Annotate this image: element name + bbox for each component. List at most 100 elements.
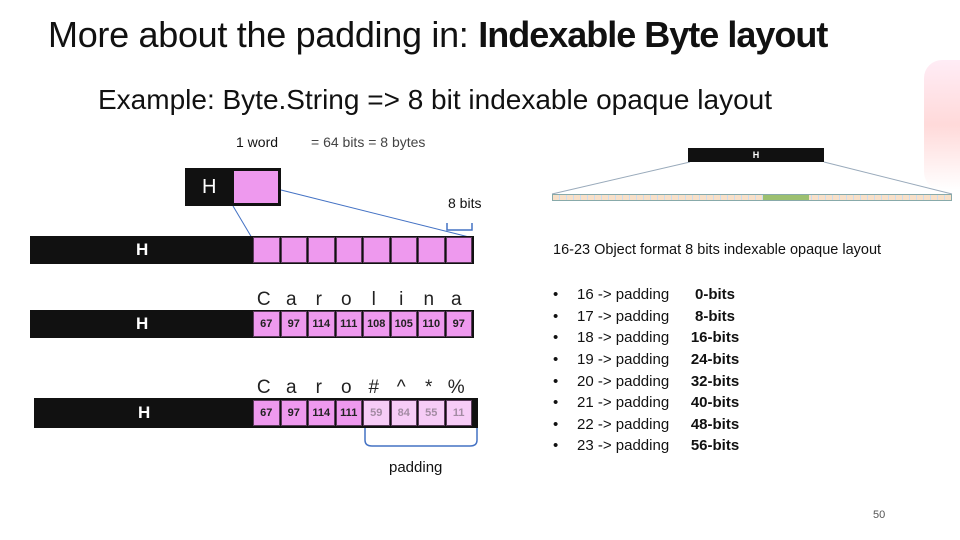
char: a xyxy=(285,377,297,398)
string1-bytes: 67 97 114 111 108 105 110 97 xyxy=(253,311,473,337)
char: o xyxy=(340,377,352,398)
slide-title: More about the padding in: Indexable Byt… xyxy=(48,14,828,56)
byte-cell: 114 xyxy=(308,400,335,426)
bullet: • xyxy=(553,394,559,412)
format-code: 20 -> padding xyxy=(577,372,670,390)
string1-chars: C a r o l i n a xyxy=(250,289,470,311)
char: i xyxy=(399,289,404,310)
empty-cell xyxy=(308,237,335,263)
word-header-label: H xyxy=(202,175,217,198)
format-bits: 40-bits xyxy=(690,394,740,412)
byte-cell: 114 xyxy=(308,311,335,337)
format-code: 16 -> padding xyxy=(577,286,670,304)
empty-cell xyxy=(280,237,307,263)
empty-cell xyxy=(390,237,417,263)
bit-ruler xyxy=(552,194,952,201)
bullet: • xyxy=(553,372,559,390)
padding-label: padding xyxy=(389,459,443,476)
format-code: 19 -> padding xyxy=(577,351,670,369)
format-bits: 56-bits xyxy=(690,437,740,455)
format-bits: 24-bits xyxy=(690,351,740,369)
list-item: • 22 -> padding 48-bits xyxy=(553,414,745,436)
word-diagram: H xyxy=(185,168,281,206)
bullet: • xyxy=(553,351,559,369)
padding-byte-cell: 55 xyxy=(418,400,445,426)
char: C xyxy=(256,289,271,310)
format-code: 22 -> padding xyxy=(577,415,670,433)
word-label: 1 word xyxy=(236,134,279,150)
format-code: 17 -> padding xyxy=(577,307,670,325)
row-header-label: H xyxy=(138,403,151,422)
char: a xyxy=(450,289,462,310)
object-row-empty: H xyxy=(30,236,474,264)
byte-cell: 97 xyxy=(280,311,307,337)
list-item: • 20 -> padding 32-bits xyxy=(553,370,745,392)
byte-cell: 108 xyxy=(363,311,390,337)
empty-cell xyxy=(418,237,445,263)
byte-cell: 105 xyxy=(390,311,417,337)
list-item: • 19 -> padding 24-bits xyxy=(553,349,745,371)
byte-cell: 97 xyxy=(445,311,472,337)
word-slot xyxy=(234,171,278,203)
decorative-lighthouse-graphic xyxy=(924,60,960,190)
row-header-label: H xyxy=(136,240,149,259)
padding-byte-cell: 11 xyxy=(445,400,472,426)
format-bits: 32-bits xyxy=(690,372,740,390)
bullet: • xyxy=(553,329,559,347)
byte-cell: 97 xyxy=(280,400,307,426)
char: a xyxy=(285,289,297,310)
padding-byte-cell: 84 xyxy=(390,400,417,426)
format-heading: 16-23 Object format 8 bits indexable opa… xyxy=(553,242,882,258)
padding-bracket xyxy=(364,428,478,447)
empty-cell xyxy=(335,237,362,263)
zoom-word-bar: H xyxy=(688,148,824,162)
bit-ruler-highlight xyxy=(763,195,809,200)
list-item: • 21 -> padding 40-bits xyxy=(553,392,745,414)
zoom-line-right xyxy=(823,161,953,195)
format-bits: 16-bits xyxy=(690,329,740,347)
empty-cell xyxy=(445,237,472,263)
slide-subtitle: Example: Byte.String => 8 bit indexable … xyxy=(98,84,772,115)
char: l xyxy=(371,289,376,310)
row-header-label: H xyxy=(136,314,149,333)
format-code: 21 -> padding xyxy=(577,394,670,412)
format-code: 18 -> padding xyxy=(577,329,670,347)
char: ^ xyxy=(396,377,406,398)
format-code: 23 -> padding xyxy=(577,437,670,455)
byte-cell: 111 xyxy=(335,311,362,337)
connector-left xyxy=(232,205,253,239)
format-bits: 0-bits xyxy=(694,286,735,304)
byte-cell: 110 xyxy=(418,311,445,337)
format-bits: 48-bits xyxy=(690,415,740,433)
char: C xyxy=(256,377,271,398)
eight-bits-bracket xyxy=(446,223,473,231)
list-item: • 18 -> padding 16-bits xyxy=(553,327,745,349)
title-prefix: More about the padding in: xyxy=(48,14,479,55)
word-size-label: = 64 bits = 8 bytes xyxy=(311,134,426,150)
page-number: 50 xyxy=(873,509,886,521)
char: r xyxy=(315,289,322,310)
char: o xyxy=(340,289,352,310)
zoom-line-left xyxy=(551,161,691,195)
string2-bytes: 67 97 114 111 59 84 55 11 xyxy=(253,400,473,426)
empty-cell xyxy=(253,237,280,263)
char: # xyxy=(368,377,380,398)
char: * xyxy=(425,377,433,398)
padding-byte-cell: 59 xyxy=(363,400,390,426)
object-row-padded: H 67 97 114 111 59 84 55 11 xyxy=(34,398,478,428)
byte-cell: 67 xyxy=(253,311,280,337)
bullet: • xyxy=(553,415,559,433)
object-row-carolina: H 67 97 114 111 108 105 110 97 xyxy=(30,310,474,338)
string2-chars: C a r o # ^ * % xyxy=(250,377,470,399)
bullet: • xyxy=(553,307,559,325)
char: r xyxy=(315,377,322,398)
empty-slots xyxy=(253,237,473,263)
char: % xyxy=(447,377,465,398)
title-emphasis: Indexable Byte layout xyxy=(478,14,828,55)
eight-bits-label: 8 bits xyxy=(448,195,482,211)
